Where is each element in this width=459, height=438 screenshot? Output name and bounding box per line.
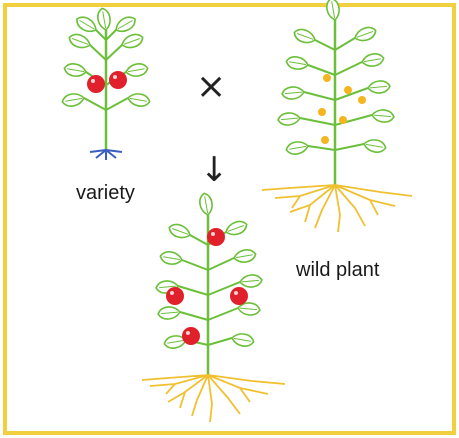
offspring-plant-icon — [142, 192, 285, 422]
wild-plant-label: wild plant — [296, 259, 379, 282]
variety-plant-icon — [61, 7, 150, 160]
cross-symbol: × — [196, 66, 226, 107]
wild-plant-icon — [262, 0, 412, 232]
down-arrow-symbol: ↓ — [200, 150, 229, 190]
variety-label: variety — [76, 182, 135, 205]
